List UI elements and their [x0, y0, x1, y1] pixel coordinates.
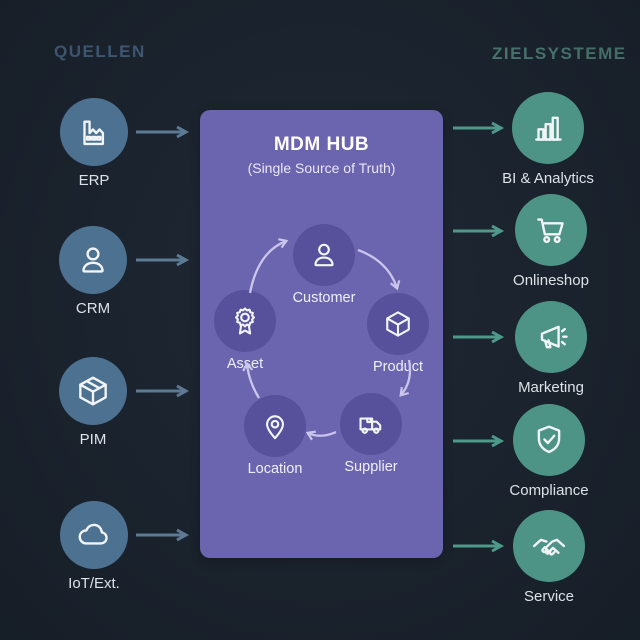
hub-subtitle: (Single Source of Truth) — [247, 160, 396, 176]
service-circle — [513, 510, 585, 582]
hub-label-product: Product — [373, 359, 423, 375]
bar-chart-icon — [535, 116, 562, 141]
onlineshop-circle — [515, 194, 587, 266]
target-label-service: Service — [523, 588, 575, 605]
cloud-icon — [78, 523, 108, 545]
truck-icon — [359, 417, 382, 434]
shopping-cart-icon — [537, 218, 564, 244]
customer-circle — [293, 224, 355, 286]
factory-icon — [83, 120, 105, 146]
pim-circle — [59, 357, 127, 425]
target-label-onlineshop: Onlineshop — [513, 272, 589, 289]
target-label-bi-analytics: BI & Analytics — [502, 170, 594, 187]
target-label-marketing: Marketing — [518, 379, 584, 396]
sources-heading: QUELLEN — [54, 42, 146, 61]
source-node-pim: PIM — [33, 357, 153, 448]
source-label-pim: PIM — [79, 431, 107, 448]
hub-label-supplier: Supplier — [344, 459, 398, 475]
compliance-circle — [513, 404, 585, 476]
target-label-compliance: Compliance — [509, 482, 589, 499]
bi-analytics-circle — [512, 92, 584, 164]
person-icon — [82, 247, 104, 273]
hub-title: MDM HUB — [273, 134, 370, 155]
source-label-crm: CRM — [75, 300, 111, 317]
targets-heading: ZIELSYSTEME — [492, 44, 627, 63]
handshake-icon — [532, 538, 566, 556]
source-label-iot: IoT/Ext. — [68, 575, 120, 592]
asset-circle — [214, 290, 276, 352]
crm-circle — [59, 226, 127, 294]
target-node-service: Service — [479, 510, 619, 605]
hub-entity-supplier: Supplier — [321, 393, 421, 475]
hub-entity-customer: Customer — [274, 224, 374, 306]
shield-check-icon — [537, 425, 561, 454]
hub-label-location: Location — [247, 461, 303, 477]
map-pin-icon — [266, 415, 284, 440]
hub-entity-location: Location — [225, 395, 325, 477]
source-node-iot: IoT/Ext. — [34, 501, 154, 592]
cube-icon — [386, 311, 410, 337]
megaphone-icon — [540, 325, 568, 349]
hub-label-asset: Asset — [226, 356, 264, 372]
target-node-compliance: Compliance — [479, 404, 619, 499]
person-icon — [314, 243, 334, 267]
supplier-circle — [340, 393, 402, 455]
erp-circle — [60, 98, 128, 166]
hub-entity-asset: Asset — [195, 290, 295, 372]
target-node-marketing: Marketing — [481, 301, 621, 396]
hub-label-customer: Customer — [292, 290, 356, 306]
package-icon — [79, 376, 107, 406]
product-circle — [367, 293, 429, 355]
source-node-crm: CRM — [33, 226, 153, 317]
marketing-circle — [515, 301, 587, 373]
location-circle — [244, 395, 306, 457]
iot-circle — [60, 501, 128, 569]
award-ribbon-icon — [235, 307, 255, 335]
target-node-onlineshop: Onlineshop — [481, 194, 621, 289]
target-node-bi-analytics: BI & Analytics — [478, 92, 618, 187]
hub-entity-product: Product — [348, 293, 448, 375]
mdm-hub-panel: MDM HUB (Single Source of Truth) Custome… — [200, 110, 443, 558]
source-node-erp: ERP — [34, 98, 154, 189]
source-label-erp: ERP — [78, 172, 110, 189]
